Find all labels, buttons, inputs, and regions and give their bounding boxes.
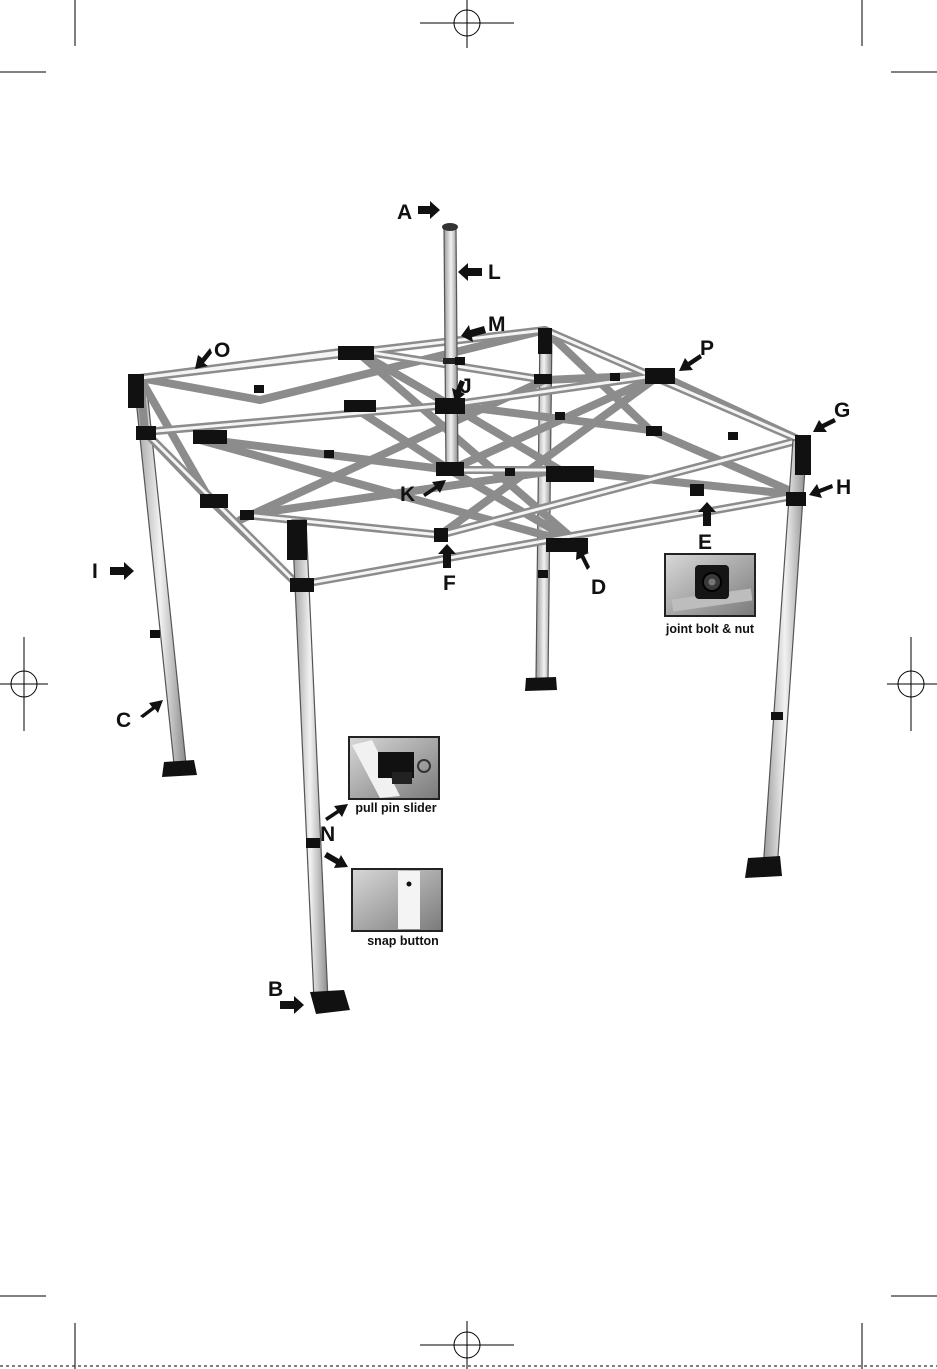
label-d: D [591,576,606,599]
registration-mark-top [420,0,514,48]
label-b: B [268,978,283,1001]
arrow-snap-icon [324,852,348,868]
label-p: P [700,337,714,360]
registration-mark-left [0,637,48,731]
arrow-a-icon [418,201,440,219]
arrow-i-icon [110,562,134,580]
registration-mark-bottom [420,1321,514,1369]
label-f: F [443,572,456,595]
arrow-pull-pin-icon [325,804,348,821]
arrow-l-icon [458,263,482,281]
caption-joint-bolt: joint bolt & nut [665,622,755,636]
inset-snap-button: snap button [352,869,442,948]
caption-pull-pin: pull pin slider [355,801,436,815]
leg-front-left [287,520,350,1014]
label-i: I [92,560,98,583]
inset-pull-pin: pull pin slider [349,737,439,815]
label-j: J [460,375,472,398]
inset-joint-bolt: joint bolt & nut [665,554,755,636]
label-n: N [320,823,335,846]
label-g: G [834,399,850,422]
arrow-b-icon [280,996,304,1014]
center-pole [442,223,458,472]
arrow-c-icon [140,700,163,718]
caption-snap-button: snap button [367,934,439,948]
label-e: E [698,531,712,554]
label-h: H [836,476,851,499]
label-o: O [214,339,230,362]
arrow-g-icon [813,418,836,432]
label-m: M [488,313,506,336]
label-a: A [397,201,412,224]
label-l: L [488,261,501,284]
registration-mark-right [887,637,937,731]
label-c: C [116,709,131,732]
arrow-p-icon [679,354,702,371]
label-k: K [400,483,415,506]
arrow-h-icon [809,484,833,498]
